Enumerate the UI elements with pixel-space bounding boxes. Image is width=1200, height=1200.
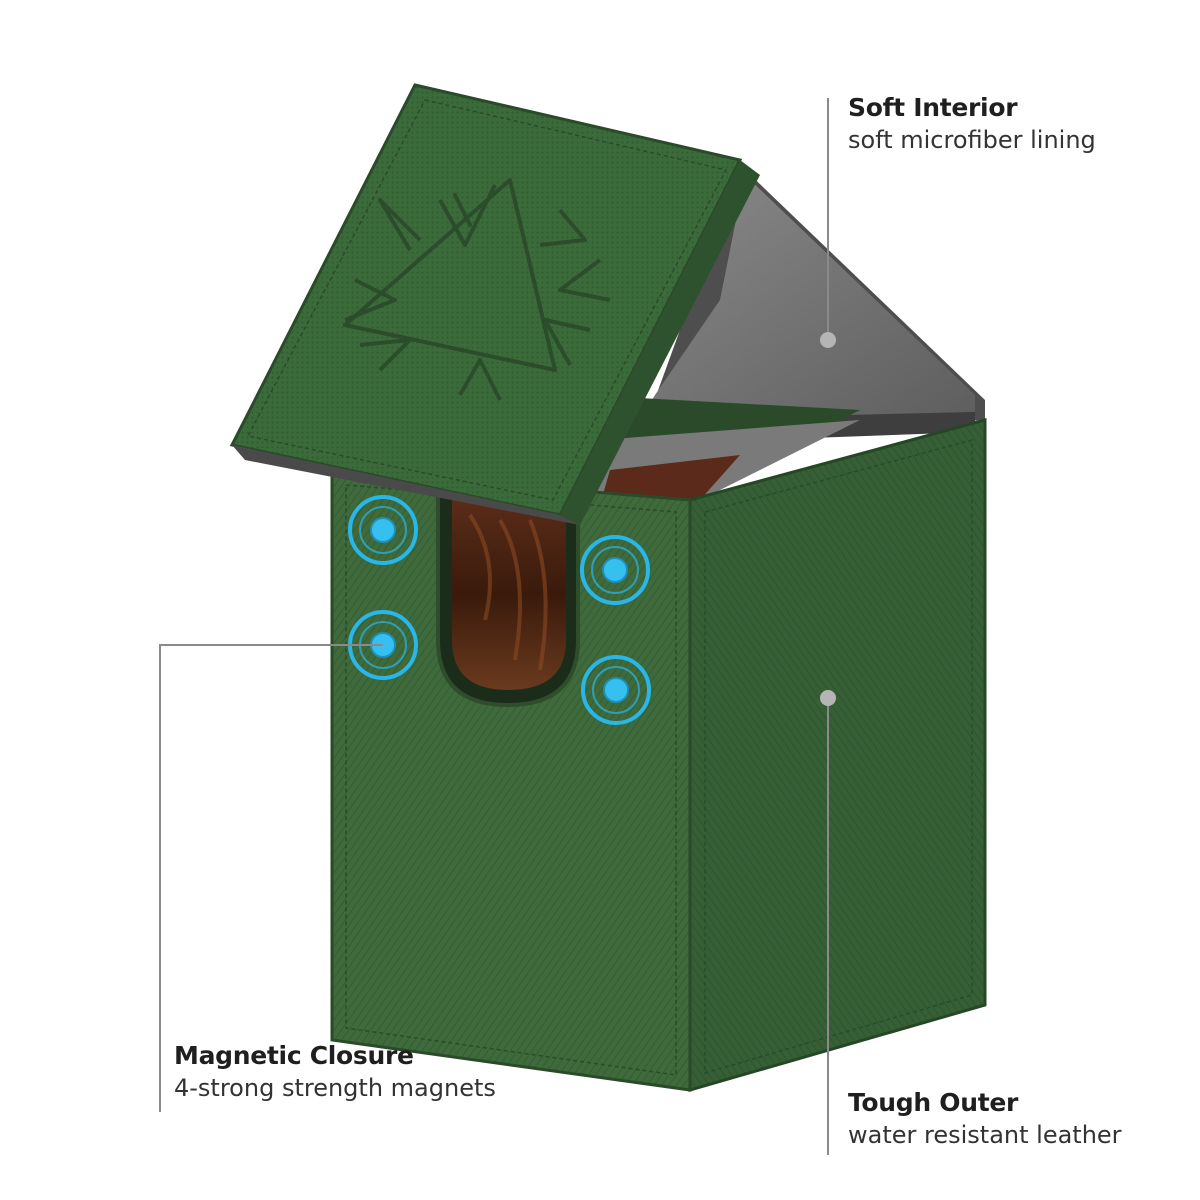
callout-soft-interior: Soft Interior soft microfiber lining xyxy=(848,92,1096,156)
leader-line-tough-outer xyxy=(820,690,836,1155)
callout-magnetic-closure: Magnetic Closure 4-strong strength magne… xyxy=(174,1040,496,1104)
magnet-bottom-right xyxy=(581,655,651,725)
box-lid xyxy=(229,83,760,525)
callout-title: Soft Interior xyxy=(848,93,1018,122)
card-stack xyxy=(585,395,860,505)
lid-emblem xyxy=(343,178,611,401)
callout-description: 4-strong strength magnets xyxy=(174,1074,496,1102)
magnet-top-right xyxy=(580,535,650,605)
leader-line-magnetic-closure xyxy=(159,644,383,1112)
callout-description: water resistant leather xyxy=(848,1121,1122,1149)
magnet-top-left xyxy=(348,495,418,565)
box-side-panel xyxy=(688,418,987,1092)
callout-title: Tough Outer xyxy=(848,1088,1019,1117)
callout-tough-outer: Tough Outer water resistant leather xyxy=(848,1087,1122,1151)
callout-title: Magnetic Closure xyxy=(174,1041,414,1070)
callout-description: soft microfiber lining xyxy=(848,126,1096,154)
leader-line-soft-interior xyxy=(820,98,836,348)
